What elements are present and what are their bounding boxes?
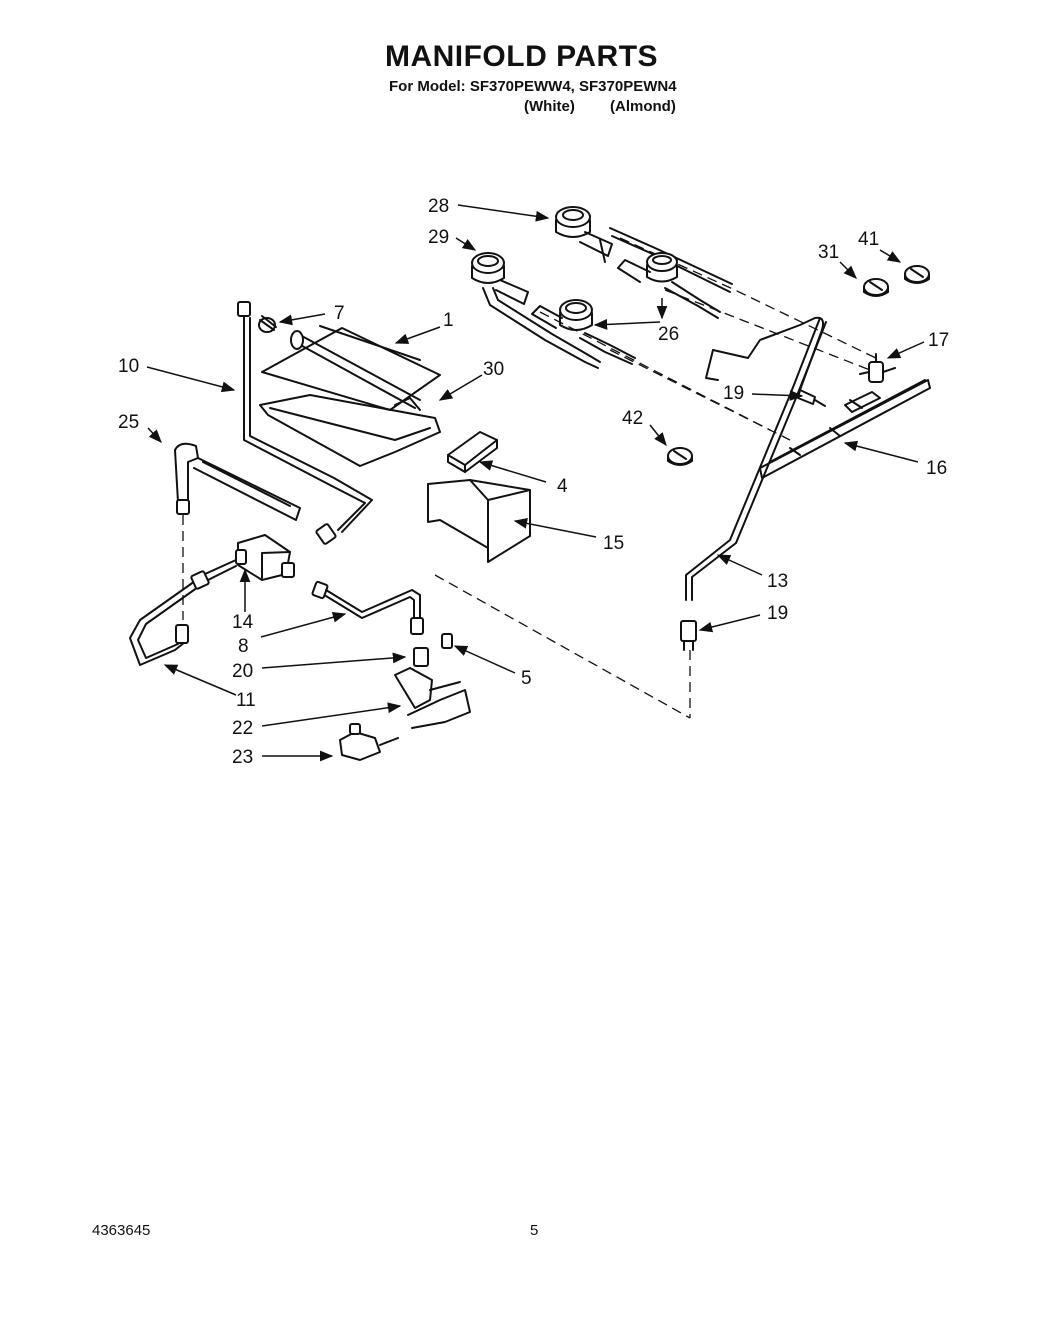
callout-14: 14	[232, 612, 254, 633]
fitting-19-lower	[680, 620, 697, 651]
page-number: 5	[530, 1222, 539, 1239]
burner-29	[471, 252, 601, 369]
burner-28	[555, 206, 733, 293]
callout-29: 29	[428, 227, 449, 248]
callout-16: 16	[926, 458, 947, 479]
valve-17	[859, 353, 896, 383]
callout-8: 8	[238, 636, 249, 657]
callout-41: 41	[858, 229, 879, 250]
bracket-22	[394, 667, 471, 729]
callout-19-lower: 19	[767, 603, 788, 624]
variant-white: (White)	[524, 98, 575, 115]
bracket-4	[447, 431, 498, 473]
safety-valve-14	[235, 534, 295, 581]
burner-rear-right	[617, 252, 721, 319]
model-line: For Model: SF370PEWW4, SF370PEWN4	[389, 78, 677, 95]
page-title: MANIFOLD PARTS	[384, 40, 659, 73]
callout-11: 11	[236, 690, 256, 711]
fitting-5	[441, 633, 453, 649]
tube-13	[685, 317, 827, 601]
callout-42: 42	[622, 408, 643, 429]
callout-31: 31	[818, 242, 839, 263]
callout-26: 26	[658, 324, 679, 345]
variant-almond: (Almond)	[610, 98, 676, 115]
callout-22: 22	[232, 718, 253, 739]
callout-20: 20	[232, 661, 253, 682]
knob-42	[667, 447, 693, 466]
orifice-7	[258, 315, 277, 333]
alignment-lines	[182, 237, 881, 719]
fitting-19-upper	[797, 389, 826, 407]
shield-15	[427, 479, 531, 563]
callout-labels: 28 29 7 1 10 30 25 4 15 14 8 20 5 11 22 …	[118, 196, 949, 768]
burner-26	[531, 299, 636, 365]
document-number: 4363645	[92, 1222, 151, 1239]
callout-5: 5	[521, 668, 532, 689]
tube-8	[311, 580, 424, 635]
callout-28: 28	[428, 196, 449, 217]
tube-11	[129, 559, 237, 666]
callout-17: 17	[928, 330, 949, 351]
oven-burner-1	[261, 325, 441, 411]
broil-burner-25	[174, 442, 301, 521]
callout-15: 15	[603, 533, 624, 554]
manifold-16	[759, 379, 931, 479]
callout-19-upper: 19	[723, 383, 744, 404]
fitting-20	[413, 647, 429, 667]
leader-arrows	[146, 204, 925, 762]
callout-13: 13	[767, 571, 788, 592]
callout-23: 23	[232, 747, 253, 768]
callout-4: 4	[557, 476, 568, 497]
callout-10: 10	[118, 356, 139, 377]
baffle-30	[259, 394, 441, 467]
tube-10	[237, 301, 373, 545]
knob-31	[863, 278, 889, 297]
callout-1: 1	[443, 310, 454, 331]
callout-30: 30	[483, 359, 504, 380]
callout-7: 7	[334, 303, 345, 324]
callout-25: 25	[118, 412, 139, 433]
regulator-23	[339, 723, 399, 761]
knob-41	[904, 265, 930, 284]
